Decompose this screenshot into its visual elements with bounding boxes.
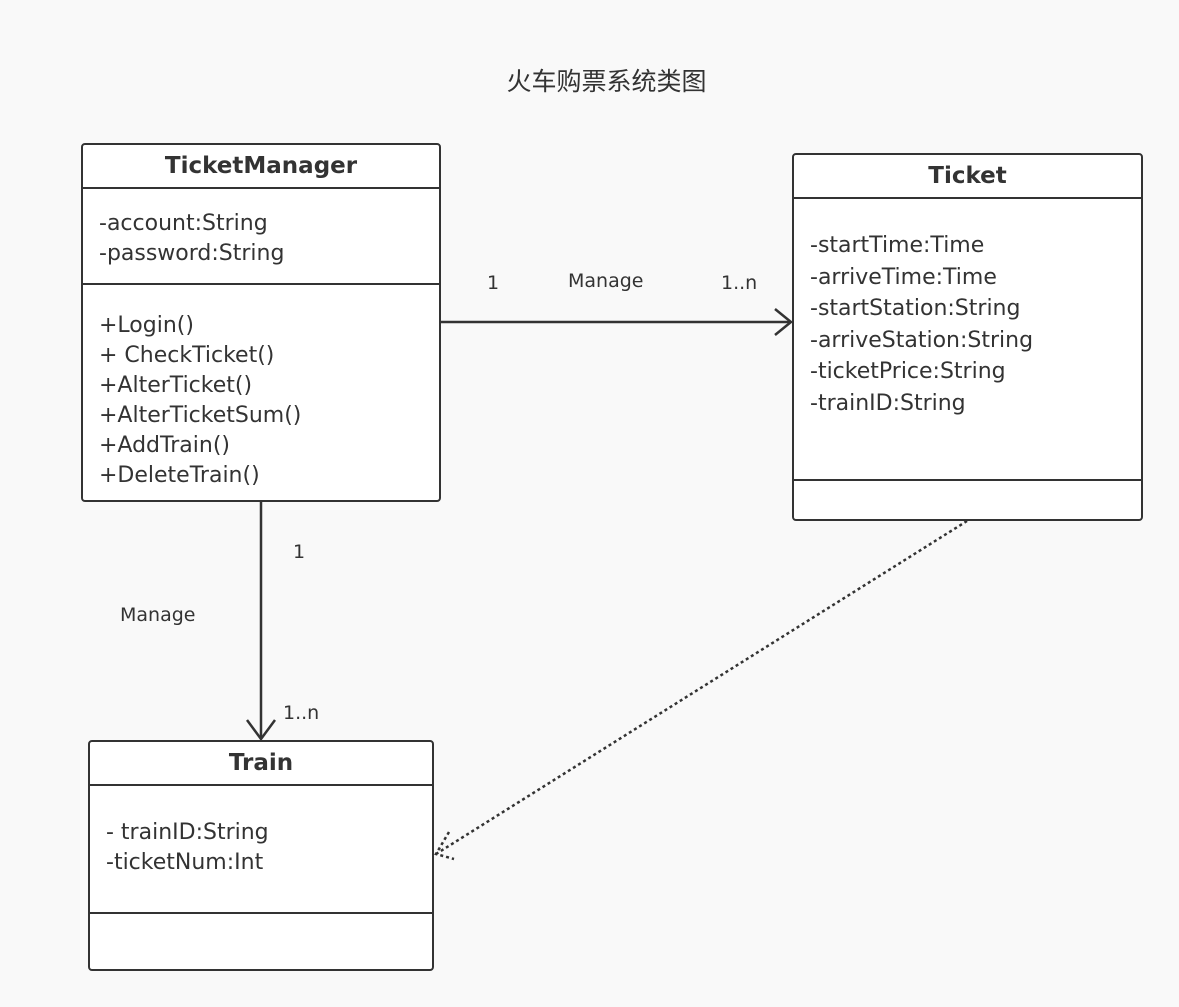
attribute-compartment: - trainID:String -ticketNum:Int xyxy=(90,786,432,914)
attribute: -arriveStation:String xyxy=(810,327,1034,353)
source-multiplicity-manager-ticket: 1 xyxy=(487,272,500,294)
arrowhead-manager-train xyxy=(245,719,277,742)
target-multiplicity-manager-ticket: 1..n xyxy=(721,272,758,294)
attribute: -startStation:String xyxy=(810,296,1021,322)
dependency-line-ticket-train xyxy=(435,519,968,856)
operation: +AddTrain() xyxy=(99,433,230,458)
association-label-manager-train: Manage xyxy=(120,604,196,626)
source-multiplicity-manager-train: 1 xyxy=(293,541,306,563)
target-multiplicity-manager-train: 1..n xyxy=(283,702,320,724)
class-ticket[interactable]: Ticket -startTime:Time -arriveTime:Time … xyxy=(792,153,1143,521)
operation: + CheckTicket() xyxy=(99,343,275,368)
association-label-manager-ticket: Manage xyxy=(568,270,644,292)
class-name: Train xyxy=(90,742,432,786)
arrowhead-manager-ticket xyxy=(774,308,793,336)
attribute-compartment: -account:String -password:String xyxy=(83,189,439,285)
attribute: - trainID:String xyxy=(106,820,269,845)
attribute: -password:String xyxy=(99,241,285,266)
attribute: -trainID:String xyxy=(810,390,966,416)
class-train[interactable]: Train - trainID:String -ticketNum:Int xyxy=(88,740,434,971)
operation-compartment: +Login() + CheckTicket() +AlterTicket() … xyxy=(83,285,439,491)
operation: +AlterTicket() xyxy=(99,373,253,398)
attribute: -startTime:Time xyxy=(810,233,985,258)
attribute: -ticketNum:Int xyxy=(106,850,264,875)
class-name: Ticket xyxy=(794,155,1141,199)
operation: +AlterTicketSum() xyxy=(99,403,302,428)
operation: +DeleteTrain() xyxy=(99,463,260,488)
class-ticket-manager[interactable]: TicketManager -account:String -password:… xyxy=(81,143,441,502)
attribute: -account:String xyxy=(99,211,268,236)
attribute: -ticketPrice:String xyxy=(810,359,1006,385)
operation: +Login() xyxy=(99,313,194,338)
arrowhead-ticket-train xyxy=(434,831,455,861)
class-name: TicketManager xyxy=(83,145,439,189)
attribute: -arriveTime:Time xyxy=(810,264,997,290)
diagram-title: 火车购票系统类图 xyxy=(506,67,707,96)
attribute-compartment: -startTime:Time -arriveTime:Time -startS… xyxy=(794,199,1141,481)
